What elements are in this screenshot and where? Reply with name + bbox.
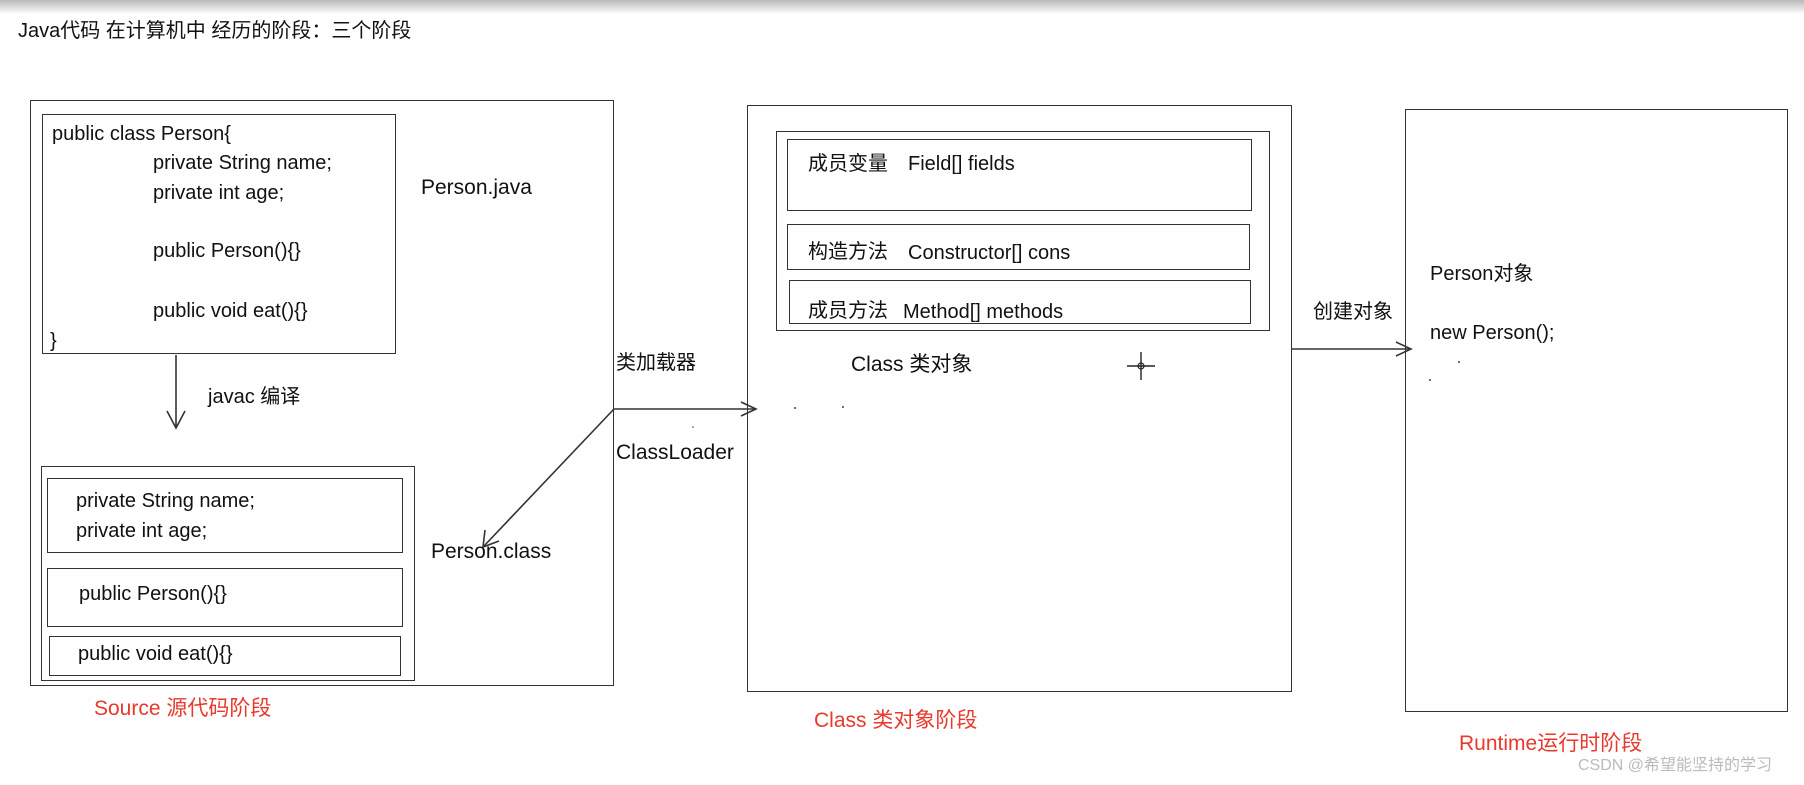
- methods-row-name: 成员方法: [808, 300, 888, 322]
- class-file-constructor-box: [47, 568, 403, 627]
- methods-row-box: [789, 280, 1251, 324]
- fields-row-code: Field[] fields: [908, 153, 1015, 175]
- person-object-label: Person对象: [1430, 263, 1534, 285]
- java-source-box: [42, 114, 396, 354]
- code-line-method: public void eat(){}: [153, 300, 308, 322]
- class-loader-cn-label: 类加载器: [616, 352, 696, 374]
- methods-row-code: Method[] methods: [903, 301, 1064, 323]
- create-object-label: 创建对象: [1313, 301, 1393, 323]
- fields-row-name: 成员变量: [808, 153, 888, 175]
- class-file-fields-box: [47, 478, 403, 553]
- class-file-age-field: private int age;: [76, 520, 208, 542]
- code-line-closing-brace: }: [50, 330, 57, 352]
- csdn-watermark: CSDN @希望能坚持的学习: [1578, 757, 1773, 774]
- top-shadow-band: [0, 0, 1804, 14]
- page-title: Java代码 在计算机中 经历的阶段：三个阶段: [18, 20, 412, 42]
- class-file-method-box: [49, 636, 401, 676]
- runtime-stage-label: Runtime运行时阶段: [1459, 732, 1643, 755]
- code-line-constructor: public Person(){}: [153, 240, 301, 262]
- compile-arrow: [166, 355, 186, 430]
- source-stage-container: [30, 100, 614, 686]
- class-file-constructor: public Person(){}: [79, 583, 227, 605]
- person-class-label: Person.class: [431, 540, 552, 563]
- constructors-row-box: [787, 224, 1250, 270]
- javac-compile-label: javac 编译: [208, 386, 301, 408]
- code-line-age-field: private int age;: [153, 182, 285, 204]
- runtime-stage-container: [1405, 109, 1788, 712]
- fields-row-box: [787, 139, 1252, 211]
- class-stage-container: [747, 105, 1292, 692]
- class-object-members-box: [776, 131, 1270, 331]
- class-stage-label: Class 类对象阶段: [814, 709, 978, 732]
- person-class-arrow: [482, 408, 615, 549]
- class-loader-en-label: ClassLoader: [616, 441, 734, 464]
- constructors-row-code: Constructor[] cons: [908, 242, 1071, 264]
- class-loader-arrow: [614, 401, 758, 417]
- code-line-class-decl: public class Person{: [52, 123, 231, 145]
- class-file-method: public void eat(){}: [78, 643, 233, 665]
- class-file-box: [41, 466, 415, 681]
- stray-dots: [692, 361, 1460, 428]
- create-object-arrow: [1292, 341, 1413, 357]
- person-java-label: Person.java: [421, 176, 532, 199]
- source-stage-label: Source 源代码阶段: [94, 697, 272, 720]
- class-file-name-field: private String name;: [76, 490, 255, 512]
- code-line-name-field: private String name;: [153, 152, 332, 174]
- new-person-code: new Person();: [1430, 322, 1555, 344]
- constructors-row-name: 构造方法: [808, 241, 888, 263]
- class-object-label: Class 类对象: [851, 353, 973, 376]
- crosshair-cursor-icon: [1127, 352, 1155, 380]
